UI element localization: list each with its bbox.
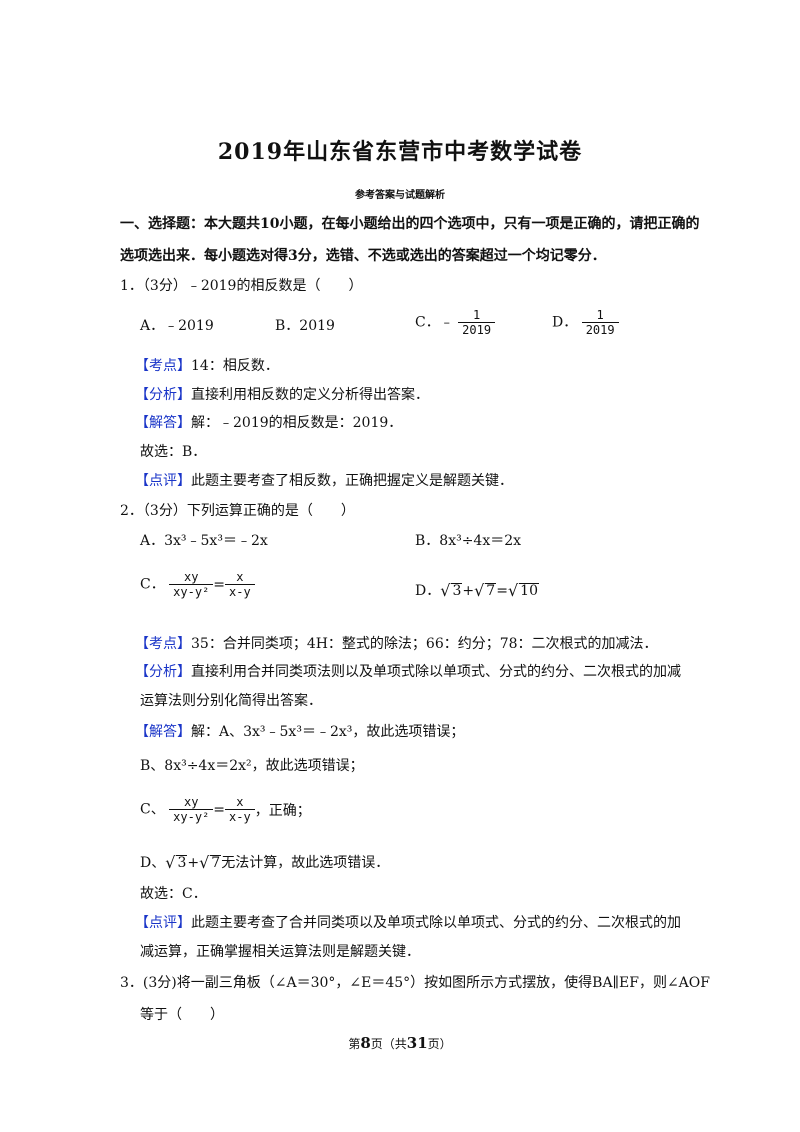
sqrt-radicand: 10 xyxy=(519,583,539,599)
q2-option-c-fraction-right: x x-y xyxy=(225,570,255,599)
fraction-denominator: x-y xyxy=(225,584,255,599)
fraction-denominator: 2019 xyxy=(458,322,496,337)
fenxi-text: 直接利用相反数的定义分析得出答案． xyxy=(191,387,429,403)
q1-option-b: B．2019 xyxy=(275,318,335,334)
footer-prefix: 第 xyxy=(348,1037,361,1051)
jieda-c-tail: ，正确； xyxy=(254,802,311,819)
sqrt-icon: √ xyxy=(165,853,176,872)
q2-answer: 故选：C． xyxy=(140,886,207,902)
fraction-numerator: xy xyxy=(184,570,199,584)
section-heading-line1: 一、选择题：本大题共10小题，在每小题给出的四个选项中，只有一项是正确的，请把正… xyxy=(120,216,700,232)
dianping-text-1: 此题主要考查了合并同类项以及单项式除以单项式、分式的约分、二次根式的加 xyxy=(191,915,681,931)
fenxi-text-1: 直接利用合并同类项法则以及单项式除以单项式、分式的约分、二次根式的加减 xyxy=(191,664,681,680)
dianping-text: 此题主要考查了相反数，正确把握定义是解题关键． xyxy=(191,473,513,489)
q2-option-a: A．3x³﹣5x³＝﹣2x xyxy=(140,533,268,549)
section-heading-line2: 选项选出来．每小题选对得3分，选错、不选或选出的答案超过一个均记零分． xyxy=(120,248,606,264)
q2-option-b: B．8x³÷4x＝2x xyxy=(415,533,522,549)
q1-answer: 故选：B． xyxy=(140,444,207,460)
q2-jieda: 【解答】解：A、3x³﹣5x³＝﹣2x³，故此选项错误； xyxy=(135,721,464,741)
page-title: 2019年山东省东营市中考数学试卷 xyxy=(217,139,583,165)
equals-sign: = xyxy=(213,576,226,593)
footer-suffix: 页） xyxy=(427,1037,452,1051)
jieda-text-a: 解：A、3x³﹣5x³＝﹣2x³，故此选项错误； xyxy=(191,724,465,740)
q2-fenxi: 【分析】直接利用合并同类项法则以及单项式除以单项式、分式的约分、二次根式的加减 xyxy=(135,661,681,681)
q2-jieda-c: C、 xy xy-y² = x x-y ，正确； xyxy=(140,795,311,824)
q2-option-d-label: D． xyxy=(415,583,441,599)
sqrt-icon: √ xyxy=(440,581,451,600)
page-number: 8 xyxy=(360,1034,371,1052)
equals-sign: = xyxy=(213,801,226,818)
fraction-denominator: xy-y² xyxy=(169,584,214,599)
fraction-denominator: xy-y² xyxy=(169,809,214,824)
dianping-tag: 【点评】 xyxy=(135,473,191,489)
page-total: 31 xyxy=(406,1034,428,1052)
q1-option-d-label: D． xyxy=(552,314,578,331)
q2-option-c-label: C． xyxy=(140,576,165,593)
q2-option-c: C． xy xy-y² = x x-y xyxy=(140,570,255,599)
sqrt-radicand: 7 xyxy=(485,583,497,599)
sqrt-icon: √ xyxy=(199,853,210,872)
sqrt-radicand: 3 xyxy=(451,583,463,599)
jieda-tag: 【解答】 xyxy=(135,415,191,431)
kaodian-text: 14：相反数． xyxy=(191,358,279,374)
q1-option-c-label: C．﹣ xyxy=(415,314,454,331)
sqrt-icon: √ xyxy=(507,581,519,600)
fraction-denominator: x-y xyxy=(225,809,255,824)
kaodian-tag: 【考点】 xyxy=(135,636,191,652)
q1-dianping: 【点评】此题主要考查了相反数，正确把握定义是解题关键． xyxy=(135,470,513,490)
q2-option-c-fraction-left: xy xy-y² xyxy=(169,570,214,599)
dianping-tag: 【点评】 xyxy=(135,915,191,931)
jieda-d-label: D、 xyxy=(140,855,166,871)
q1-option-d: D． 1 2019 xyxy=(552,308,619,337)
q2-dianping-cont: 减运算，正确掌握相关运算法则是解题关键． xyxy=(140,944,420,960)
q2-jieda-c-fraction-right: x x-y xyxy=(225,795,255,824)
fraction-numerator: 1 xyxy=(596,308,604,322)
q1-option-d-fraction: 1 2019 xyxy=(581,308,619,337)
fenxi-tag: 【分析】 xyxy=(135,664,191,680)
q2-stem: 2．（3分）下列运算正确的是（ ） xyxy=(120,503,355,519)
jieda-text: 解：﹣2019的相反数是：2019． xyxy=(191,415,403,431)
q1-stem: 1．（3分）﹣2019的相反数是（ ） xyxy=(120,278,363,294)
jieda-d-tail: 无法计算，故此选项错误． xyxy=(221,855,390,871)
page-footer: 第8页（共31页） xyxy=(0,1034,800,1052)
jieda-c-label: C、 xyxy=(140,801,165,818)
page-subtitle: 参考答案与试题解析 xyxy=(355,190,445,201)
q2-fenxi-cont: 运算法则分别化简得出答案． xyxy=(140,693,322,709)
fraction-numerator: x xyxy=(236,570,244,584)
fraction-numerator: x xyxy=(236,795,244,809)
jieda-tag: 【解答】 xyxy=(135,724,191,740)
fenxi-tag: 【分析】 xyxy=(135,387,191,403)
q1-option-c-fraction: 1 2019 xyxy=(458,308,496,337)
q3-stem-line2: 等于（ ） xyxy=(140,1007,224,1023)
q1-option-a: A．﹣2019 xyxy=(140,318,214,334)
q1-option-c: C．﹣ 1 2019 xyxy=(415,308,496,337)
footer-middle: 页（共 xyxy=(370,1037,407,1051)
q1-kaodian: 【考点】14：相反数． xyxy=(135,355,279,375)
kaodian-text: 35：合并同类项；4H：整式的除法；66：约分；78：二次根式的加减法． xyxy=(191,636,658,652)
q2-kaodian: 【考点】35：合并同类项；4H：整式的除法；66：约分；78：二次根式的加减法． xyxy=(135,633,658,653)
q1-jieda: 【解答】解：﹣2019的相反数是：2019． xyxy=(135,412,402,432)
kaodian-tag: 【考点】 xyxy=(135,358,191,374)
q2-jieda-b: B、8x³÷4x＝2x²，故此选项错误； xyxy=(140,758,364,774)
q2-jieda-d: D、√3+√7无法计算，故此选项错误． xyxy=(140,853,390,872)
q2-option-d: D．√3+√7=√10 xyxy=(415,581,539,600)
fraction-numerator: xy xyxy=(184,795,199,809)
q1-fenxi: 【分析】直接利用相反数的定义分析得出答案． xyxy=(135,384,429,404)
sqrt-radicand: 7 xyxy=(210,855,222,871)
q3-stem-line1: 3．(3分)将一副三角板（∠A＝30°，∠E＝45°）按如图所示方式摆放，使得B… xyxy=(120,975,710,991)
fraction-numerator: 1 xyxy=(473,308,481,322)
sqrt-icon: √ xyxy=(474,581,485,600)
q2-jieda-c-fraction-left: xy xy-y² xyxy=(169,795,214,824)
sqrt-radicand: 3 xyxy=(176,855,188,871)
fraction-denominator: 2019 xyxy=(581,322,619,337)
q2-dianping: 【点评】此题主要考查了合并同类项以及单项式除以单项式、分式的约分、二次根式的加 xyxy=(135,912,681,932)
